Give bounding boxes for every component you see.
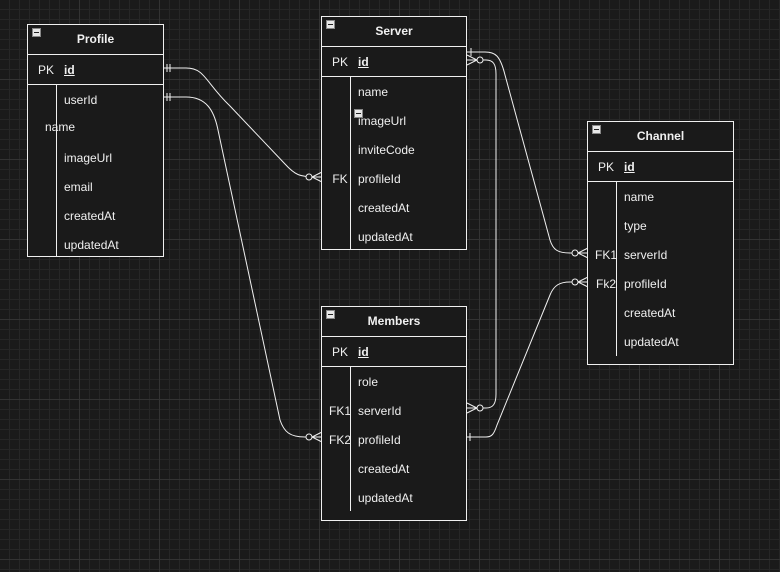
field-row[interactable]: userId [28,85,163,114]
field-row[interactable]: createdAt [322,193,466,222]
entity-title: Profile [76,32,115,46]
collapse-icon[interactable] [326,20,335,29]
stray-name-label[interactable]: name [45,120,76,134]
field-name: name [358,85,389,99]
entity-header[interactable]: Members [322,307,466,337]
entity-title: Channel [636,129,685,143]
field-name: updatedAt [358,491,413,505]
field-row[interactable]: imageUrl [322,106,466,135]
field-row[interactable]: imageUrl [28,143,163,172]
entity-title: Members [367,314,421,328]
pk-row[interactable]: PK id [322,47,466,77]
column-divider [616,181,617,356]
field-row[interactable]: Fk2 profileId [588,269,733,298]
field-name: profileId [358,172,401,186]
rel-members-channel [467,276,589,441]
field-row[interactable]: createdAt [588,298,733,327]
field-name: updatedAt [64,238,119,252]
pk-row[interactable]: PK id [588,152,733,182]
collapse-icon[interactable] [32,28,41,37]
field-row[interactable]: FK profileId [322,164,466,193]
rel-server-channel [467,48,589,259]
rel-profile-members [164,93,323,443]
key-label: FK2 [328,433,351,447]
field-row[interactable]: type [588,211,733,240]
field-row[interactable]: updatedAt [588,327,733,356]
entity-channel[interactable]: Channel PK id name type FK1 serverId Fk2 p… [587,121,734,365]
field-name: updatedAt [358,230,413,244]
column-divider [350,366,351,511]
collapse-icon[interactable] [592,125,601,134]
rel-server-members [466,54,497,414]
field-name: serverId [358,404,402,418]
entity-title: Server [375,24,413,38]
entity-header[interactable]: Channel [588,122,733,152]
field-name: profileId [358,433,401,447]
field-row[interactable]: email [28,172,163,201]
field-row[interactable]: updatedAt [28,230,163,259]
rel-profile-server [164,64,323,183]
field-name: userId [64,93,98,107]
pk-row[interactable]: PK id [28,55,163,85]
field-name: id [624,160,635,174]
field-row[interactable]: createdAt [28,201,163,230]
entity-profile[interactable]: Profile PK id userId imageUrl email crea… [27,24,164,257]
field-row[interactable]: updatedAt [322,222,466,251]
key-label: PK [37,63,54,77]
key-label: PK [331,345,348,359]
entity-header[interactable]: Profile [28,25,163,55]
key-label: FK [332,172,348,186]
field-name: inviteCode [358,143,415,157]
field-name: createdAt [64,209,116,223]
field-name: name [624,190,655,204]
key-label: PK [331,55,348,69]
field-name: type [624,219,647,233]
entity-header[interactable]: Server [322,17,466,47]
field-row[interactable]: createdAt [322,454,466,483]
field-row[interactable]: updatedAt [322,483,466,512]
field-name: profileId [624,277,667,291]
field-row[interactable]: inviteCode [322,135,466,164]
field-name: createdAt [624,306,676,320]
key-label: FK1 [328,404,351,418]
entity-members[interactable]: Members PK id role FK1 serverId FK2 profil… [321,306,467,521]
field-name: imageUrl [358,114,407,128]
field-name: role [358,375,379,389]
field-name: id [64,63,75,77]
field-name: id [358,345,369,359]
field-row[interactable]: FK1 serverId [322,396,466,425]
field-row[interactable]: name [588,182,733,211]
field-name: createdAt [358,201,410,215]
field-row[interactable]: name [322,77,466,106]
field-name: imageUrl [64,151,113,165]
column-divider [56,84,57,256]
key-label: FK1 [594,248,617,262]
field-name: createdAt [358,462,410,476]
field-row[interactable]: FK2 profileId [322,425,466,454]
entity-server[interactable]: Server PK id name imageUrl inviteCode FK… [321,16,467,250]
field-row[interactable]: role [322,367,466,396]
field-name: id [358,55,369,69]
column-divider [350,76,351,249]
collapse-icon[interactable] [326,310,335,319]
field-name: serverId [624,248,668,262]
pk-row[interactable]: PK id [322,337,466,367]
collapse-icon[interactable] [354,109,363,118]
field-name: updatedAt [624,335,679,349]
key-label: Fk2 [595,277,616,291]
field-name: email [64,180,93,194]
field-row[interactable]: FK1 serverId [588,240,733,269]
key-label: PK [597,160,614,174]
